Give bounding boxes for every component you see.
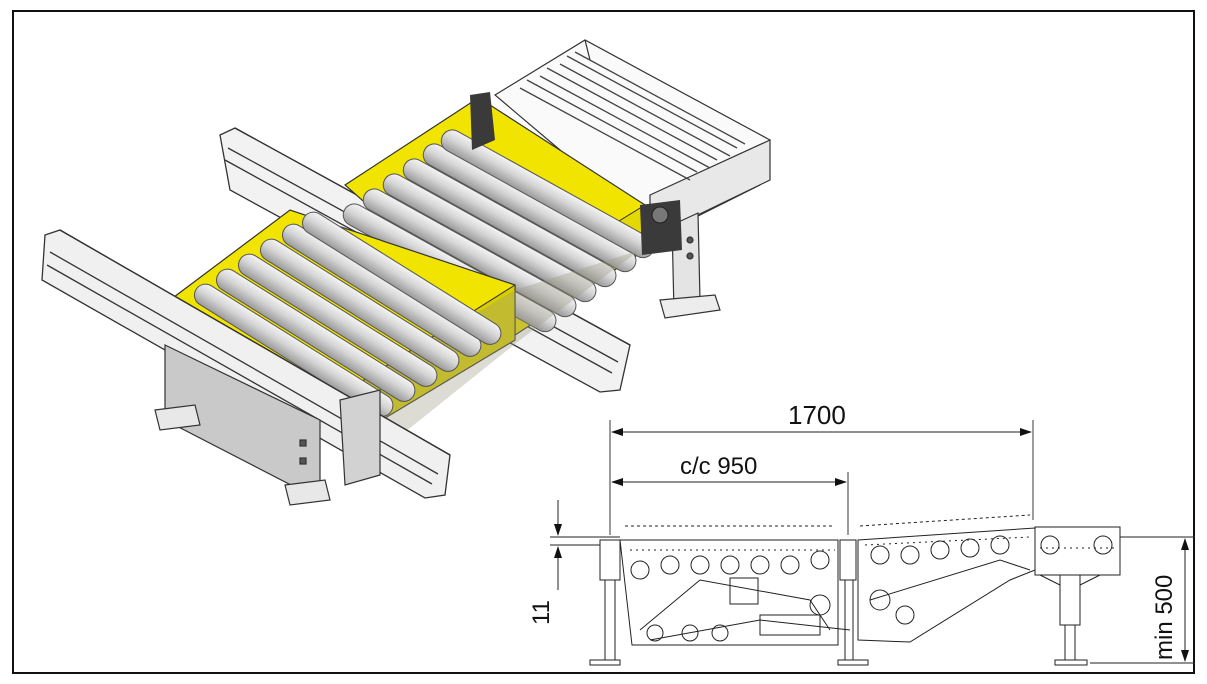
lower-roller-bed [169, 209, 640, 480]
side-view [550, 420, 1195, 666]
height-offset-label: 11 [528, 600, 555, 625]
center-distance-label: c/c 950 [680, 453, 757, 480]
isometric-view [41, 39, 771, 506]
drawing-frame [12, 10, 1195, 674]
drive-housing [154, 344, 381, 506]
overall-length-label: 1700 [788, 400, 846, 430]
upper-roller-bed [342, 92, 682, 336]
min-height-label: min 500 [1151, 575, 1178, 660]
